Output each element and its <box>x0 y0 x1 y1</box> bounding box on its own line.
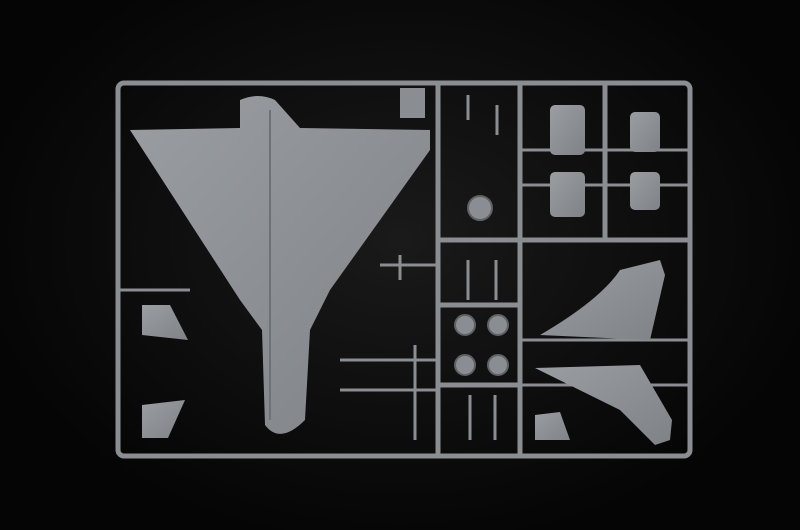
sprue-frame <box>115 80 693 459</box>
fuselage-wing-part <box>130 96 430 434</box>
wheel-parts <box>454 195 509 376</box>
tail-fin-part <box>540 260 665 340</box>
intake-parts <box>535 105 660 440</box>
small-fin-parts <box>142 305 188 438</box>
sprue-tag <box>400 88 425 118</box>
landing-gear-parts <box>398 95 499 440</box>
stabilizer-part <box>535 365 672 445</box>
